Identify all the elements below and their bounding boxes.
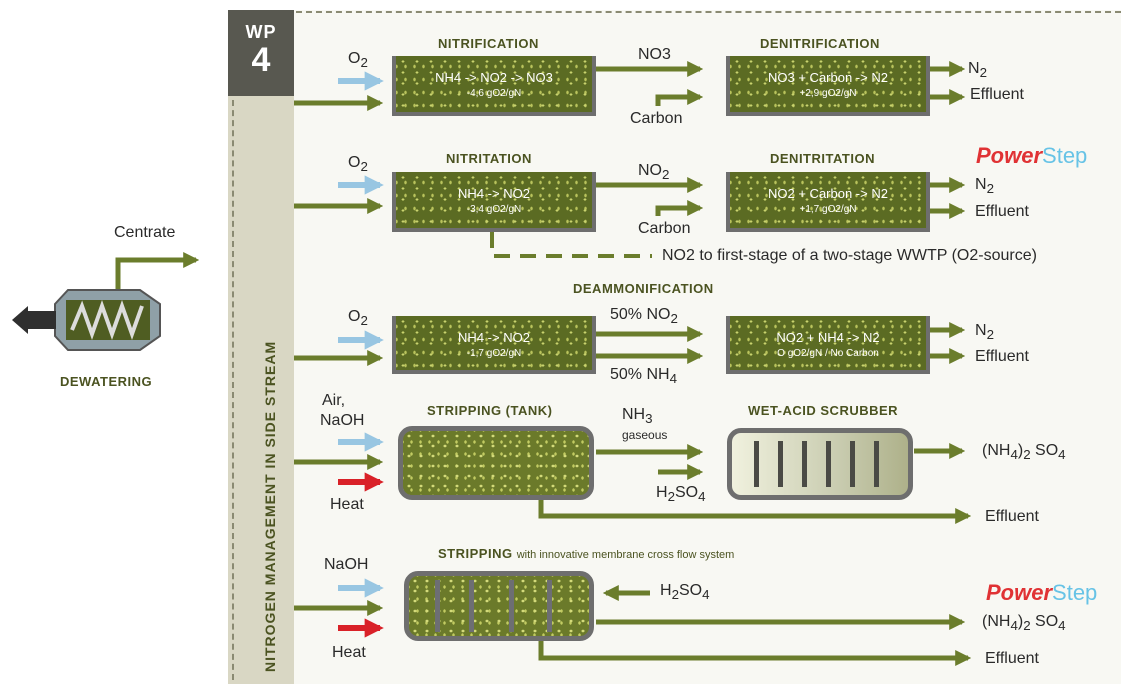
row3-effluent-label: Effluent bbox=[975, 348, 1029, 365]
row3-o2-label: O2 bbox=[348, 308, 368, 329]
row4-product-label: (NH4)2 SO4 bbox=[982, 442, 1066, 463]
row1-carbon-label: Carbon bbox=[630, 110, 683, 127]
row1-effluent-label: Effluent bbox=[970, 86, 1024, 103]
row4-effluent-label: Effluent bbox=[985, 508, 1039, 525]
deammonification-equation-2: NO2 + NH4 -> N2 bbox=[776, 330, 880, 345]
membrane-stripping-title: STRIPPING with innovative membrane cross… bbox=[438, 546, 735, 561]
denitrification-title: DENITRIFICATION bbox=[760, 36, 880, 51]
deammonification-tank-2: NO2 + NH4 -> N2 O gO2/gN / No Carbon bbox=[726, 316, 930, 374]
membrane-tube bbox=[547, 580, 552, 632]
nitrification-tank: NH4 -> NO2 -> NO3 -4,6 gO2/gN bbox=[392, 56, 596, 116]
membrane-tube bbox=[469, 580, 474, 632]
row4-effluent-arrow bbox=[538, 498, 972, 525]
row5-effluent-label: Effluent bbox=[985, 650, 1039, 667]
row2-dashed-label: NO2 to first-stage of a two-stage WWTP (… bbox=[662, 247, 1037, 264]
row5-product-label: (NH4)2 SO4 bbox=[982, 613, 1066, 634]
centrate-label: Centrate bbox=[114, 224, 176, 241]
nitrification-title: NITRIFICATION bbox=[438, 36, 539, 51]
dewatering-machine bbox=[12, 289, 161, 351]
denitritation-equation: NO2 + Carbon -> N2 bbox=[768, 186, 888, 201]
membrane-tube bbox=[509, 580, 514, 632]
denitritation-title: DENITRITATION bbox=[770, 151, 875, 166]
row2-carbon-arrow bbox=[655, 199, 704, 217]
stripping-tank bbox=[398, 426, 594, 500]
row4-heat-label: Heat bbox=[330, 496, 364, 513]
wp-number: 4 bbox=[251, 41, 271, 79]
nitritation-title: NITRITATION bbox=[446, 151, 532, 166]
sidebar bbox=[228, 10, 294, 684]
nitritation-value: -3,4 gO2/gN bbox=[466, 204, 522, 215]
row2-o2-label: O2 bbox=[348, 154, 368, 175]
row3-50-nh4-label: 50% NH4 bbox=[610, 366, 677, 387]
scrubber-bar bbox=[874, 441, 879, 487]
denitrification-equation: NO3 + Carbon -> N2 bbox=[768, 70, 888, 85]
deammonification-value-1: -1,7 gO2/gN bbox=[466, 348, 522, 359]
denitrification-tank: NO3 + Carbon -> N2 +2,9 gO2/gN bbox=[726, 56, 930, 116]
row3-50-no2-label: 50% NO2 bbox=[610, 306, 678, 327]
row2-n2-label: N2 bbox=[975, 176, 994, 197]
stripping-tank-title: STRIPPING (TANK) bbox=[427, 403, 553, 418]
row1-o2-label: O2 bbox=[348, 50, 368, 71]
wp-label: WP bbox=[245, 22, 277, 42]
deammonification-title: DEAMMONIFICATION bbox=[573, 281, 714, 296]
membrane-stripping-tank bbox=[404, 571, 594, 641]
wet-acid-scrubber-title: WET-ACID SCRUBBER bbox=[748, 403, 899, 418]
deammonification-value-2: O gO2/gN / No Carbon bbox=[777, 348, 879, 359]
row1-no3-label: NO3 bbox=[638, 46, 671, 63]
row5-heat-label: Heat bbox=[332, 644, 366, 661]
row4-h2so4-label: H2SO4 bbox=[656, 484, 706, 505]
nitrification-equation: NH4 -> NO2 -> NO3 bbox=[435, 70, 553, 85]
denitritation-tank: NO2 + Carbon -> N2 +1,7 gO2/gN bbox=[726, 172, 930, 232]
scrubber-bar bbox=[826, 441, 831, 487]
row5-h2so4-label: H2SO4 bbox=[660, 582, 710, 603]
row1-n2-label: N2 bbox=[968, 60, 987, 81]
top-dashed-border bbox=[296, 11, 1121, 13]
centrate-arrow bbox=[115, 251, 200, 290]
powerstep-logo-1: PowerStep bbox=[976, 143, 1088, 168]
row4-nh3-label: NH3 bbox=[622, 406, 653, 427]
scrubber-bar bbox=[802, 441, 807, 487]
denitrification-value: +2,9 gO2/gN bbox=[799, 88, 857, 99]
row5-effluent-arrow bbox=[538, 640, 972, 667]
powerstep-logo-2: PowerStep bbox=[986, 580, 1098, 605]
wet-acid-scrubber bbox=[727, 428, 913, 500]
scrubber-bar bbox=[850, 441, 855, 487]
scrubber-bar bbox=[778, 441, 783, 487]
row2-dashed-line bbox=[490, 232, 652, 258]
deammonification-tank-1: NH4 -> NO2 -1,7 gO2/gN bbox=[392, 316, 596, 374]
row5-naoh-label: NaOH bbox=[324, 556, 369, 573]
sidebar-dashed-line bbox=[232, 100, 234, 680]
row4-air-label: Air, bbox=[322, 392, 346, 409]
nitritation-equation: NH4 -> NO2 bbox=[458, 186, 530, 201]
deammonification-equation-1: NH4 -> NO2 bbox=[458, 330, 530, 345]
nitrification-value: -4,6 gO2/gN bbox=[466, 88, 522, 99]
wp-badge: WP 4 bbox=[228, 10, 294, 96]
row4-gaseous-label: gaseous bbox=[622, 428, 668, 442]
dewatering-label: DEWATERING bbox=[60, 374, 153, 389]
row3-n2-label: N2 bbox=[975, 322, 994, 343]
row2-carbon-label: Carbon bbox=[638, 220, 691, 237]
row2-no2-label: NO2 bbox=[638, 162, 670, 183]
membrane-tube bbox=[435, 580, 440, 632]
nitritation-tank: NH4 -> NO2 -3,4 gO2/gN bbox=[392, 172, 596, 232]
row1-carbon-arrow bbox=[655, 88, 704, 106]
row4-naoh-label: NaOH bbox=[320, 412, 365, 429]
scrubber-bar bbox=[754, 441, 759, 487]
denitritation-value: +1,7 gO2/gN bbox=[799, 204, 857, 215]
row2-effluent-label: Effluent bbox=[975, 203, 1029, 220]
